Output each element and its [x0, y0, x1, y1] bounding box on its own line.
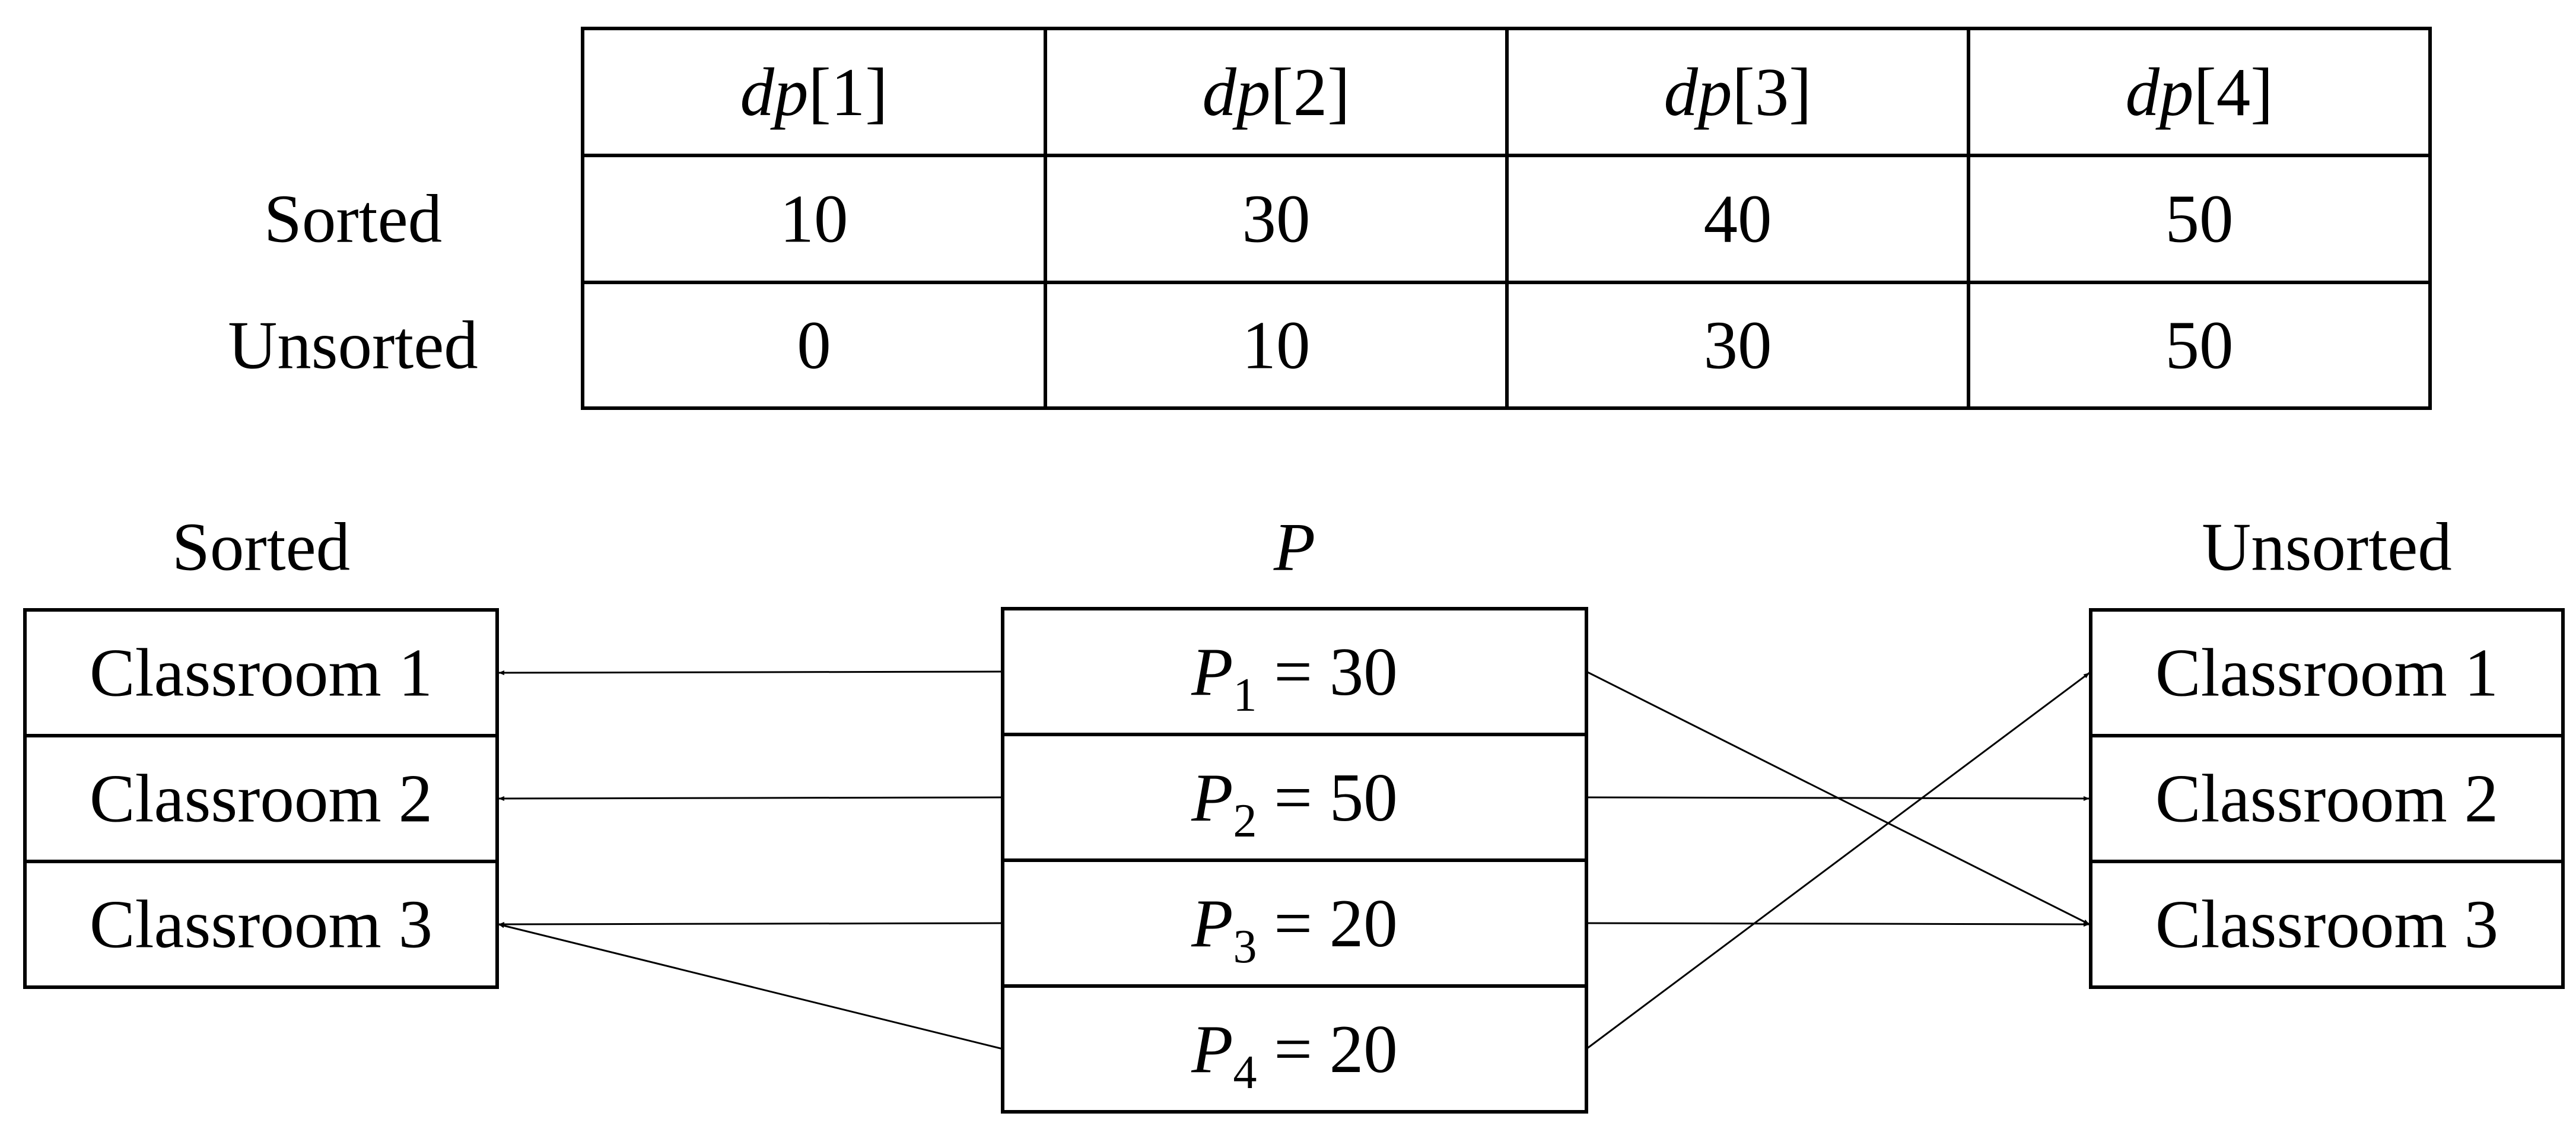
- arrow-p3-to-sorted-classroom-3: [498, 921, 1003, 927]
- dp-header-name: dp: [1202, 55, 1270, 130]
- unsorted-classroom-3: Classroom 3: [2155, 887, 2498, 962]
- dp-header-name: dp: [1664, 55, 1732, 130]
- p-equation-4: P4 = 20: [1191, 1012, 1398, 1099]
- p-value: 50: [1330, 760, 1398, 835]
- p-equals: =: [1257, 1012, 1329, 1087]
- dp-header-close-bracket: ]: [2250, 55, 2273, 130]
- sorted-classroom-1: Classroom 1: [90, 635, 432, 711]
- dp-header-index: 1: [831, 55, 866, 130]
- dp-cell: 10: [780, 182, 848, 257]
- p-subscript: 3: [1233, 921, 1257, 973]
- dp-header-index: 4: [2216, 55, 2251, 130]
- dp-header-open-bracket: [: [1732, 55, 1754, 130]
- dp-header-name: dp: [740, 55, 808, 130]
- dp-header-open-bracket: [: [1270, 55, 1293, 130]
- dp-cell: 50: [2165, 182, 2234, 257]
- p-subscript: 2: [1233, 795, 1257, 847]
- dp-row-label-unsorted: Unsorted: [228, 308, 478, 383]
- dp-header-close-bracket: ]: [865, 55, 888, 130]
- p-symbol: P: [1191, 1012, 1233, 1087]
- dp-cell: 30: [1242, 182, 1311, 257]
- dp-row-label-sorted: Sorted: [264, 182, 442, 257]
- unsorted-classroom-2: Classroom 2: [2155, 761, 2498, 837]
- dp-header-index: 2: [1293, 55, 1328, 130]
- p-box-4: [1001, 984, 1588, 1114]
- unsorted-classroom-1: Classroom 1: [2155, 635, 2498, 711]
- dp-header-1: dp[1]: [740, 55, 888, 130]
- sorted-box-3: [23, 860, 499, 989]
- p-equals: =: [1257, 886, 1329, 961]
- arrow-p2-to-unsorted-classroom-2: [1586, 796, 2090, 801]
- sorted-classroom-2: Classroom 2: [90, 761, 432, 837]
- arrow-p3-to-unsorted-classroom-3: [1586, 921, 2090, 927]
- dp-header-4: dp[4]: [2125, 55, 2273, 130]
- dp-header-close-bracket: ]: [1327, 55, 1350, 130]
- p-title: P: [1273, 510, 1315, 585]
- dp-cell: 30: [1704, 308, 1772, 383]
- dp-cell: 40: [1704, 182, 1772, 257]
- arrow-p4-to-unsorted-classroom-1: [1586, 672, 2090, 1050]
- p-subscript: 4: [1233, 1047, 1257, 1099]
- p-symbol: P: [1191, 760, 1233, 835]
- p-equation-3: P3 = 20: [1191, 886, 1398, 974]
- p-equation-1: P1 = 30: [1191, 634, 1398, 722]
- dp-header-close-bracket: ]: [1789, 55, 1811, 130]
- p-value: 20: [1330, 886, 1398, 961]
- dp-header-name: dp: [2125, 55, 2193, 130]
- p-equation-2: P2 = 50: [1191, 760, 1398, 848]
- p-subscript: 1: [1233, 669, 1257, 721]
- p-symbol: P: [1191, 886, 1233, 961]
- p-value: 30: [1330, 634, 1398, 710]
- dp-header-open-bracket: [: [808, 55, 831, 130]
- dp-header-index: 3: [1755, 55, 1789, 130]
- dp-cell: 10: [1242, 308, 1311, 383]
- p-value: 20: [1330, 1012, 1398, 1087]
- dp-header-open-bracket: [: [2193, 55, 2216, 130]
- dp-header-3: dp[3]: [1664, 55, 1811, 130]
- p-symbol: P: [1191, 634, 1233, 710]
- dp-cell: 0: [797, 308, 831, 383]
- dp-cell: 50: [2165, 308, 2234, 383]
- p-equals: =: [1257, 760, 1329, 835]
- arrow-p1-to-sorted-classroom-1: [498, 670, 1003, 675]
- unsorted-title: Unsorted: [2202, 510, 2452, 585]
- p-equals: =: [1257, 634, 1329, 710]
- unsorted-box-3: [2089, 860, 2565, 989]
- sorted-classroom-3: Classroom 3: [90, 887, 432, 962]
- arrow-p2-to-sorted-classroom-2: [498, 796, 1003, 801]
- dp-header-2: dp[2]: [1202, 55, 1350, 130]
- arrow-p4-to-sorted-classroom-3: [498, 923, 1003, 1050]
- sorted-title: Sorted: [172, 510, 350, 585]
